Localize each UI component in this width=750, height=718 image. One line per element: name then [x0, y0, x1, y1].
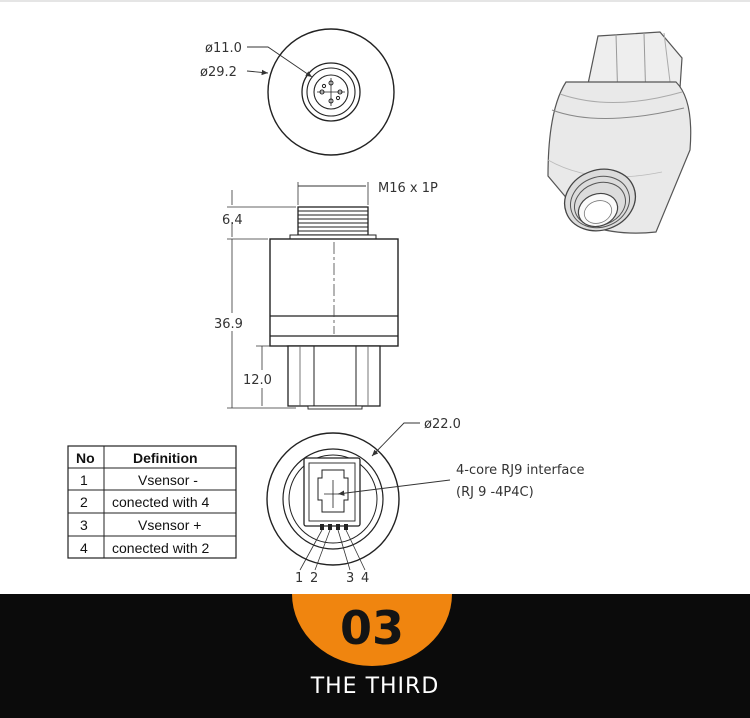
step-number: 03: [339, 601, 404, 655]
pin-label-4: 4: [361, 571, 369, 586]
pin-definition-table: No Definition 1 Vsensor - 2 conected wit…: [67, 445, 237, 559]
thread-label: M16 x 1P: [378, 181, 438, 196]
table-header-definition: Definition: [133, 450, 198, 466]
inner-diameter-label: ø11.0: [205, 41, 242, 56]
dim-body-label: 36.9: [214, 317, 243, 332]
top-view: ø11.0 ø29.2: [200, 28, 395, 156]
table-row-3-definition: Vsensor +: [138, 517, 201, 533]
table-row-4-no: 4: [80, 540, 88, 556]
interface-label-line1: 4-core RJ9 interface: [456, 463, 585, 478]
pin-label-3: 3: [346, 571, 354, 586]
table-row-2-definition: conected with 4: [112, 494, 209, 510]
table-row-2-no: 2: [80, 494, 88, 510]
pin-label-2: 2: [310, 571, 318, 586]
technical-drawing: ø11.0 ø29.2: [67, 28, 692, 586]
table-row-3-no: 3: [80, 517, 88, 533]
bottom-diameter-label: ø22.0: [424, 417, 461, 432]
dim-hex-label: 12.0: [243, 373, 272, 388]
outer-diameter-label: ø29.2: [200, 65, 237, 80]
interface-label-line2: (RJ 9 -4P4C): [456, 485, 534, 500]
dim-top-label: 6.4: [222, 213, 243, 228]
step-badge: 03: [292, 594, 452, 666]
table-row-1-definition: Vsensor -: [138, 472, 198, 488]
step-title: THE THIRD: [310, 674, 440, 699]
table-header-no: No: [76, 450, 95, 466]
table-row-1-no: 1: [80, 472, 88, 488]
top-border: [0, 0, 750, 2]
pin-label-1: 1: [295, 571, 303, 586]
table-row-4-definition: conected with 2: [112, 540, 209, 556]
bottom-view: 1 2 3 4 ø22.0 4-core RJ9 interface (RJ 9…: [266, 417, 585, 586]
sensor-3d-render: [547, 31, 692, 234]
side-view: M16 x 1P 6.4 36.9 12.0: [212, 181, 438, 410]
